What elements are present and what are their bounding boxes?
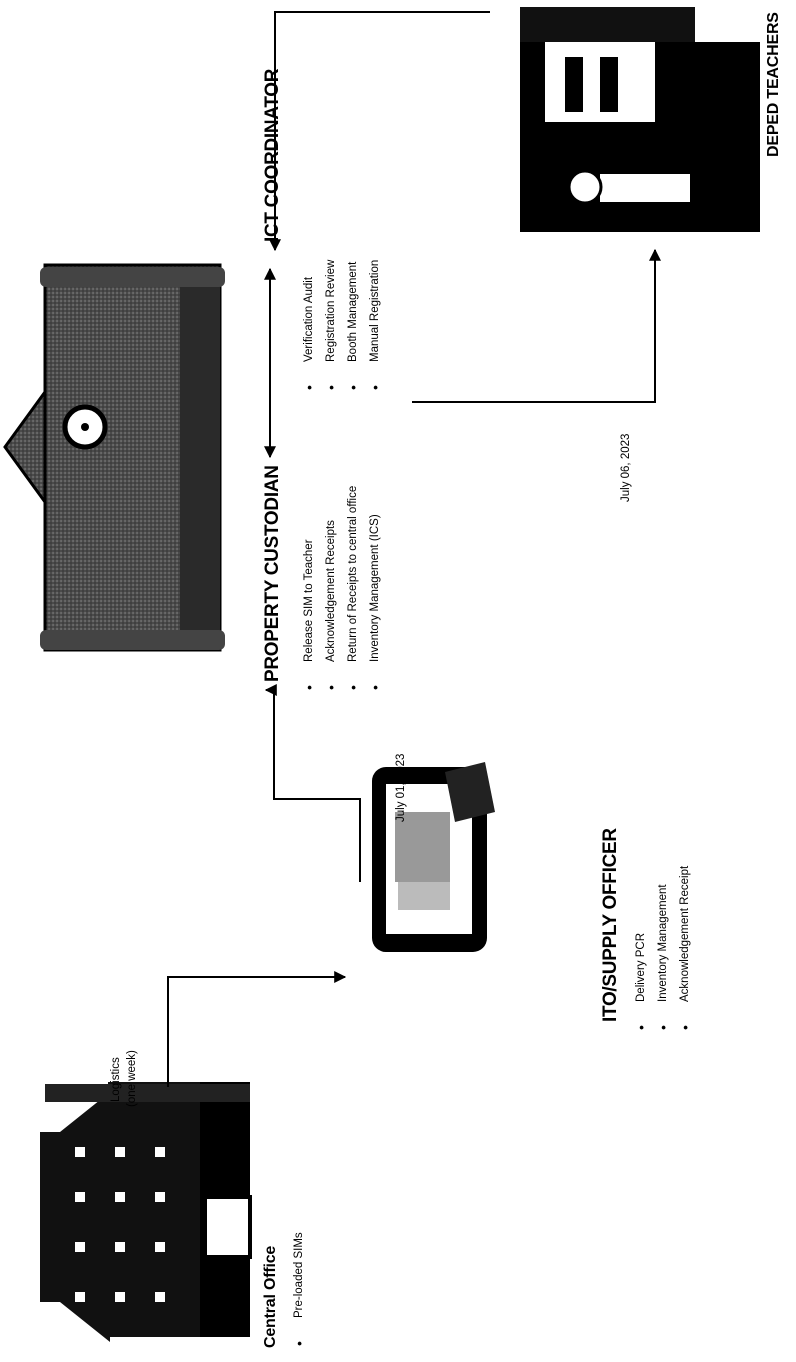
list-item: Delivery PCR — [630, 866, 652, 1032]
list-item: Pre-loaded SIMs — [288, 1232, 310, 1348]
list-item: Acknowledgement Receipt — [674, 866, 696, 1032]
school-house-icon — [3, 263, 225, 652]
teacher-date-label: July 06, 2023 — [620, 433, 632, 502]
edge-ito-to-custodian — [264, 684, 361, 882]
list-item: Inventory Management (ICS) — [364, 486, 386, 692]
deped-teachers-title: DEPED TEACHERS — [765, 12, 782, 157]
list-item: Release SIM to Teacher — [298, 486, 320, 692]
list-item: Verification Audit — [298, 260, 320, 392]
ito-supply-officer-title: ITO/SUPPLY OFFICER — [600, 828, 621, 1022]
logistics-label: Logistics — [110, 1057, 122, 1102]
property-custodian-title: PROPERTY CUSTODIAN — [262, 465, 283, 682]
list-item: Return of Receipts to central office — [342, 486, 364, 692]
tablet-sim-icon — [372, 762, 495, 952]
edge-teachers-ict-route — [269, 11, 490, 252]
ict-coordinator-list: Verification Audit Registration Review B… — [298, 260, 386, 392]
list-item: Inventory Management — [652, 866, 674, 1032]
list-item: Booth Management — [342, 260, 364, 392]
office-building-icon — [40, 1082, 252, 1342]
property-custodian-list: Release SIM to Teacher Acknowledgement R… — [298, 486, 386, 692]
ict-coordinator-title: ICT COORDINATOR — [262, 68, 283, 242]
edge-central-to-ito — [167, 971, 347, 1087]
logistics-duration-label: (one week) — [126, 1050, 138, 1107]
central-office-list: Pre-loaded SIMs — [288, 1232, 310, 1348]
ito-date-label: July 01, 2023 — [395, 753, 407, 822]
edge-custodian-to-teachers — [412, 248, 661, 403]
central-office-title: Central Office — [262, 1245, 279, 1348]
teacher-card-icon — [520, 7, 760, 232]
list-item: Acknowledgement Receipts — [320, 486, 342, 692]
list-item: Manual Registration — [364, 260, 386, 392]
list-item: Registration Review — [320, 260, 342, 392]
ito-supply-officer-list: Delivery PCR Inventory Management Acknow… — [630, 866, 696, 1032]
